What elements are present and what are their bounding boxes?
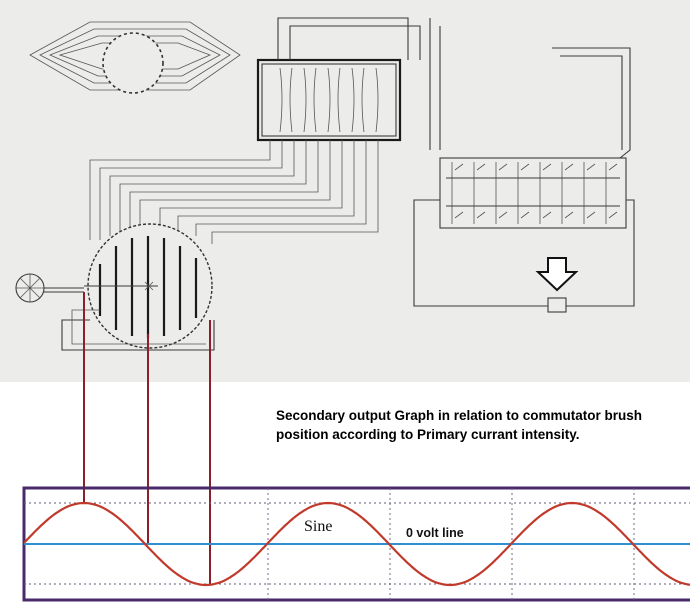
commutator-drum: [84, 223, 213, 349]
down-arrow-icon: [535, 257, 579, 292]
zero-volt-label: 0 volt line: [406, 526, 464, 540]
return-wiring: [61, 309, 215, 351]
brush-leads: [83, 292, 211, 584]
output-graph: [22, 486, 690, 602]
crank-wheel-icon: [15, 273, 84, 303]
sine-wave: [23, 501, 690, 587]
lead-bundle: [89, 140, 379, 244]
field-magnet-assembly: [29, 21, 241, 94]
sine-label: Sine: [304, 518, 333, 535]
switch-bank: [413, 47, 635, 313]
graph-caption: Secondary output Graph in relation to co…: [276, 408, 643, 442]
primary-coil: [256, 17, 441, 150]
